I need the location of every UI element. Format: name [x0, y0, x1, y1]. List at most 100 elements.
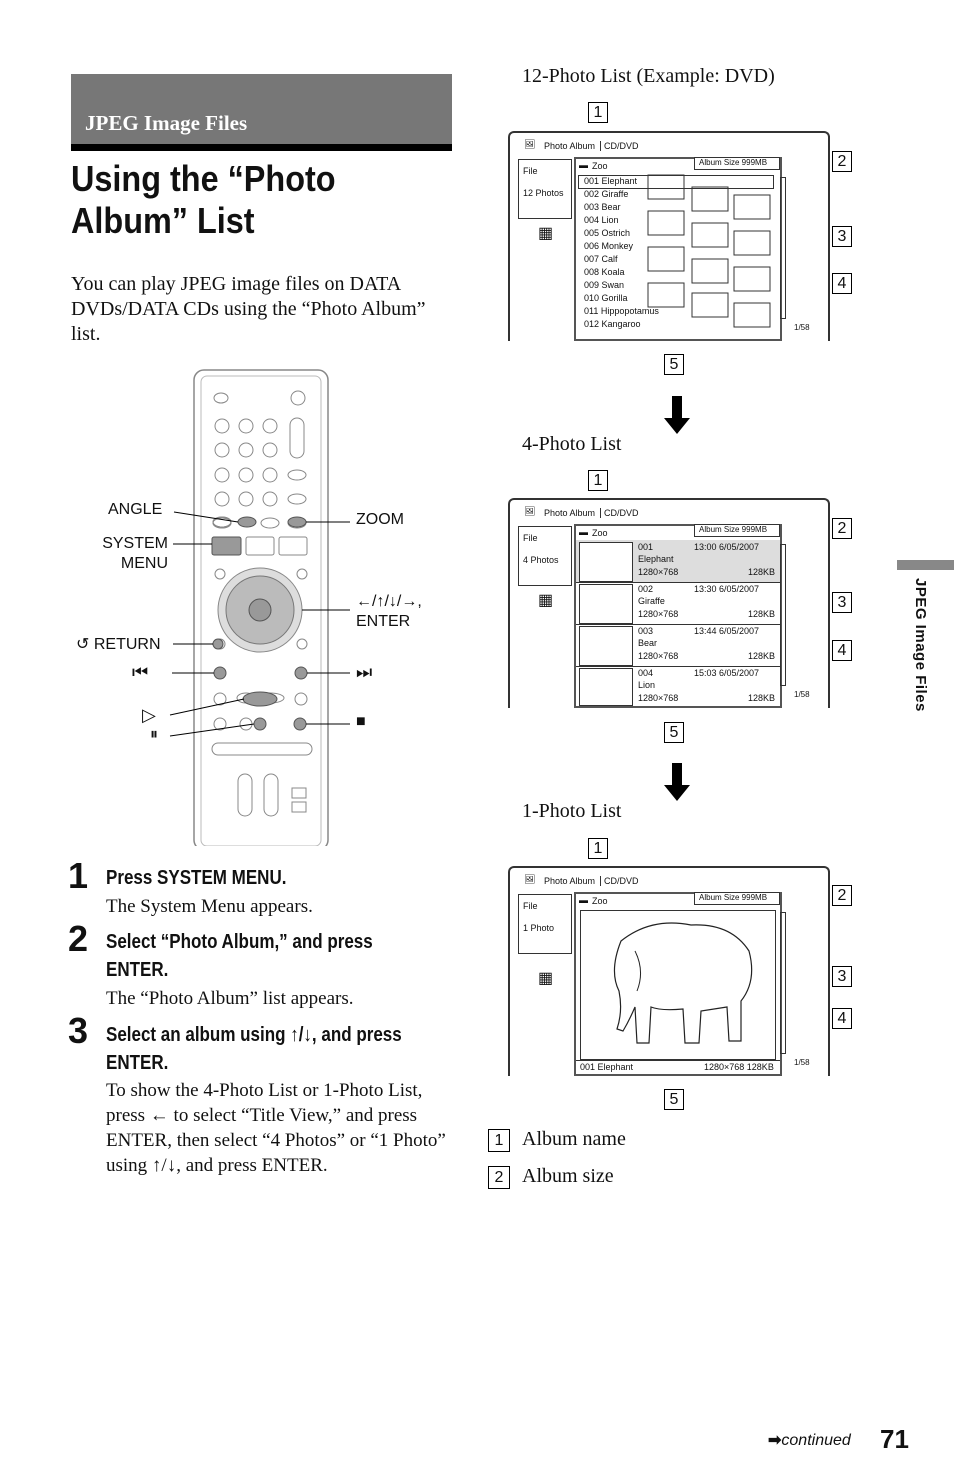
pause-label: ⏸: [150, 726, 159, 743]
page-indicator: 1/58: [794, 323, 810, 332]
screen-source: CD/DVD: [600, 508, 639, 518]
section-title: JPEG Image Files: [85, 111, 248, 135]
item-id: 001: [638, 542, 654, 552]
legend-number: 1: [488, 1128, 510, 1152]
legend-label: Album name: [522, 1128, 626, 1150]
file-label: File: [523, 533, 538, 543]
item-time: 13:44 6/05/2007: [694, 626, 760, 636]
photo-list-4-screen: 🖼 Photo Album CD/DVD File 4 Photos ▦ ▬ Z…: [508, 498, 830, 708]
thumbnail: [579, 584, 633, 624]
down-arrow-icon: [664, 396, 690, 434]
list-item[interactable]: 001 Elephant: [584, 176, 638, 186]
next-label: ⏭: [356, 662, 373, 682]
album-folder-icon: ▬: [579, 160, 588, 170]
zoom-label: ZOOM: [356, 511, 404, 528]
list-item[interactable]: 003 13:44 6/05/2007 Bear 1280×768 128KB: [576, 624, 780, 667]
photo-count: 1 Photo: [523, 923, 555, 933]
callout-1: 1: [588, 102, 608, 123]
angle-label: ANGLE: [108, 501, 163, 518]
return-label: ↺ RETURN: [76, 634, 161, 654]
thumbnail-list: ▬ Zoo 001 Elephant 002 Giraffe 003 Bear …: [574, 157, 782, 341]
legend-label: Album size: [522, 1165, 614, 1187]
album-folder-icon: ▬: [579, 527, 588, 537]
arrow-right-icon: ➡: [768, 1432, 782, 1449]
scrollbar[interactable]: [780, 544, 786, 686]
page-number: 71: [880, 1424, 909, 1454]
scrollbar[interactable]: [780, 912, 786, 1054]
list-item[interactable]: 004 15:03 6/05/2007 Lion 1280×768 128KB: [576, 666, 780, 706]
list-item[interactable]: 005 Ostrich: [584, 228, 631, 238]
system-menu-label: SYSTEM MENU: [102, 535, 168, 572]
continued-note: ➡continued: [768, 1430, 851, 1450]
scrollbar[interactable]: [780, 177, 786, 319]
arrows-enter-label: ←/↑/↓/→, ENTER: [356, 593, 422, 630]
item-time: 13:00 6/05/2007: [694, 542, 760, 552]
stop-label: ■: [356, 713, 366, 730]
callout-2: 2: [832, 151, 852, 172]
callout-5: 5: [664, 722, 684, 743]
screen-source: CD/DVD: [600, 141, 639, 151]
list-item[interactable]: 002 Giraffe: [584, 189, 629, 199]
legend-item-album-size: 2 Album size: [488, 1165, 614, 1189]
item-time: 15:03 6/05/2007: [694, 668, 760, 678]
item-size: 128KB: [748, 567, 776, 577]
screen-header: Photo Album: [544, 508, 596, 518]
album-size: Album Size 999MB: [699, 158, 768, 167]
file-label: File: [523, 166, 538, 176]
list-item[interactable]: 008 Koala: [584, 267, 625, 277]
callout-1: 1: [588, 838, 608, 859]
title-view-icon: ▦: [538, 225, 554, 242]
item-name: Giraffe: [638, 596, 665, 606]
return-icon: ↺: [76, 636, 94, 653]
screen-header: Photo Album: [544, 876, 596, 886]
item-resolution: 1280×768: [638, 693, 679, 703]
page-indicator: 1/58: [794, 690, 810, 699]
list-item[interactable]: 002 13:30 6/05/2007 Giraffe 1280×768 128…: [576, 582, 780, 625]
step-3-number: 3: [68, 1010, 89, 1051]
step-1-number: 1: [68, 855, 89, 896]
list-item[interactable]: 011 Hippopotamus: [584, 306, 659, 316]
legend-number: 2: [488, 1165, 510, 1189]
screen-header: Photo Album: [544, 141, 596, 151]
return-text: RETURN: [93, 636, 161, 653]
album-size-box: Album Size 999MB: [694, 157, 780, 170]
list-item[interactable]: 009 Swan: [584, 280, 625, 290]
list-item[interactable]: 003 Bear: [584, 202, 621, 212]
callout-4: 4: [832, 273, 852, 294]
item-id: 003: [638, 626, 654, 636]
page-indicator: 1/58: [794, 1058, 810, 1067]
album-size-box: Album Size 999MB: [694, 524, 780, 537]
file-panel: File 4 Photos: [518, 526, 572, 586]
list-item[interactable]: 007 Calf: [584, 254, 618, 264]
list-item[interactable]: 001 13:00 6/05/2007 Elephant 1280×768 12…: [576, 540, 780, 583]
item-id: 004: [638, 668, 654, 678]
callout-3: 3: [832, 592, 852, 613]
item-size: 128KB: [748, 693, 776, 703]
photo-count: 12 Photos: [523, 188, 564, 198]
side-tab-marker: [897, 560, 954, 570]
item-time: 13:30 6/05/2007: [694, 584, 760, 594]
item-name: Elephant: [638, 554, 674, 564]
album-folder-icon: ▬: [579, 895, 588, 905]
file-label: File: [523, 901, 538, 911]
thumbnail-grid: [647, 174, 771, 328]
album-name: Zoo: [592, 528, 608, 538]
item-size: 128KB: [748, 609, 776, 619]
title-view-icon: ▦: [538, 970, 554, 987]
step-2-heading: Select “Photo Album,” and press ENTER.: [106, 931, 373, 981]
callout-4: 4: [832, 640, 852, 661]
item-name: Lion: [638, 680, 656, 690]
list-item[interactable]: 012 Kangaroo: [584, 319, 641, 329]
callout-3: 3: [832, 226, 852, 247]
diagram-12-caption: 12-Photo List (Example: DVD): [522, 65, 775, 87]
step-1-heading: Press SYSTEM MENU.: [106, 867, 287, 889]
list-item[interactable]: 006 Monkey: [584, 241, 634, 251]
list-item[interactable]: 004 Lion: [584, 215, 619, 225]
photo-count: 4 Photos: [523, 555, 559, 565]
thumbnail: [579, 626, 633, 666]
item-resolution: 1280×768: [638, 609, 679, 619]
list-item[interactable]: 010 Gorilla: [584, 293, 628, 303]
photo-frame: [580, 910, 776, 1060]
photo-list-12-screen: 🖼 Photo Album CD/DVD File 12 Photos ▦ ▬ …: [508, 131, 830, 341]
callout-5: 5: [664, 354, 684, 375]
